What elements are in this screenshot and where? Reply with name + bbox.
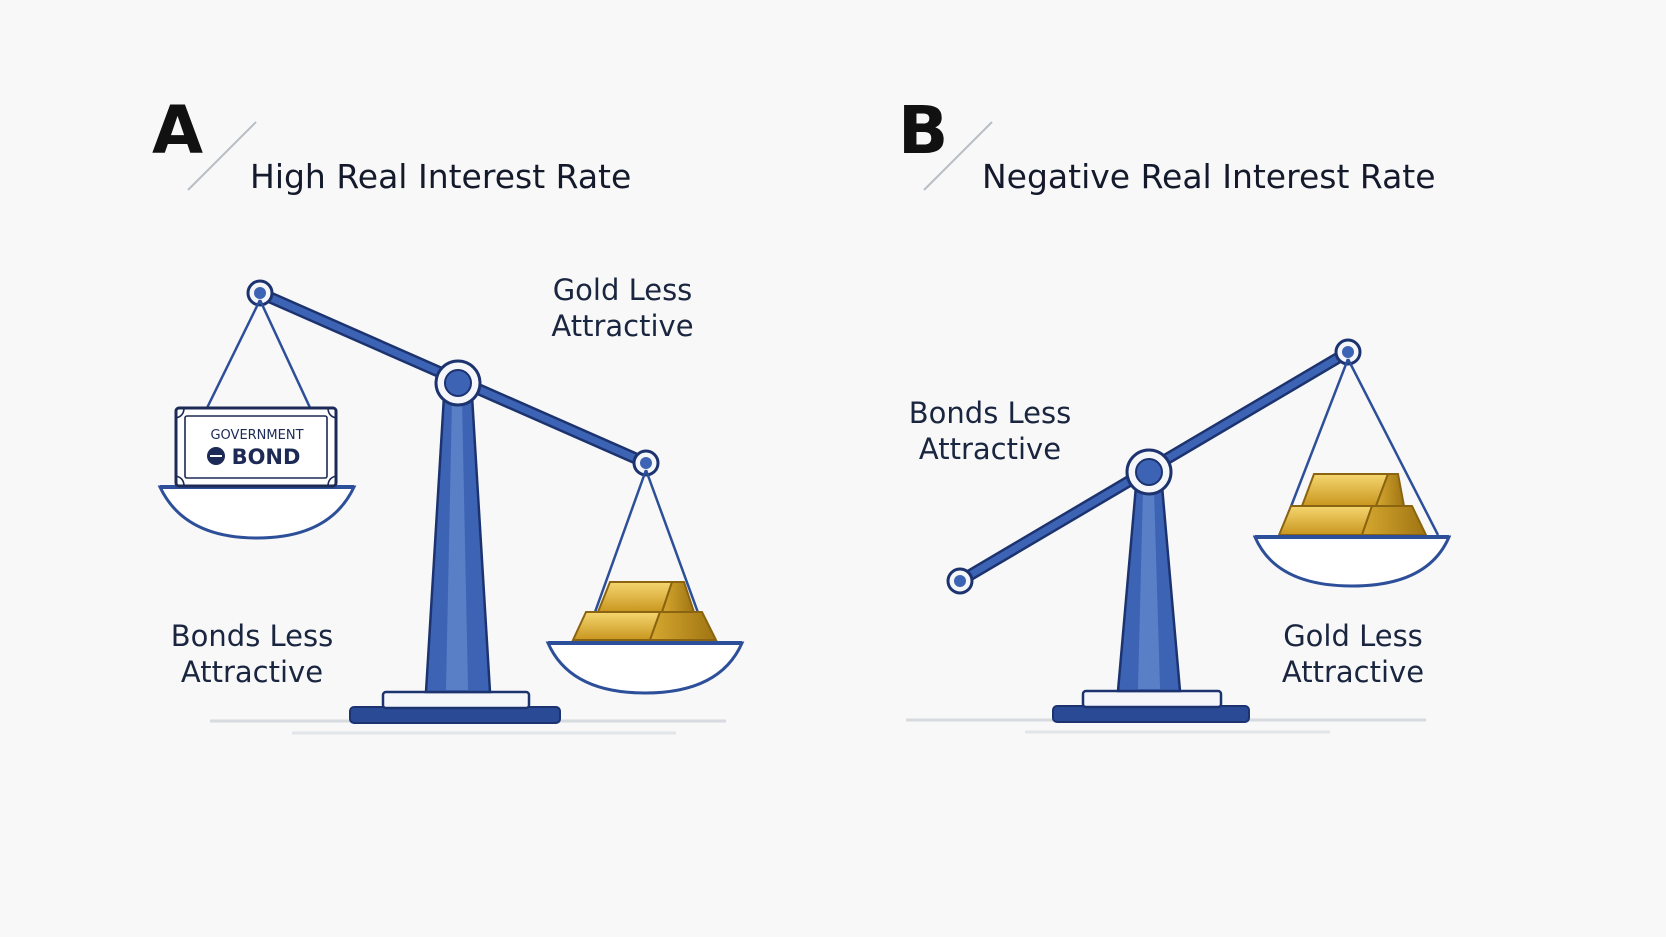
panel-a-right-string-1 — [583, 469, 648, 641]
panel-a-right-knob-core — [640, 457, 652, 469]
panel-b-pivot — [1125, 448, 1173, 496]
panel-a-left-knob — [246, 279, 274, 307]
panel-b-pillar — [1116, 484, 1182, 693]
panel-b-left-knob — [946, 567, 974, 595]
panel-b-gold-label: Gold Less Attractive — [1268, 618, 1438, 690]
panel-a-right-pan — [545, 641, 745, 695]
panel-b-gold-label-line1: Gold Less — [1283, 619, 1423, 653]
panel-a-bonds-label-line1: Bonds Less — [170, 619, 334, 653]
panel-b-divider — [923, 121, 993, 191]
bond-certificate-seal-icon — [207, 447, 225, 465]
panel-b-right-string-2 — [1346, 358, 1440, 536]
panel-b-base-step — [1081, 689, 1223, 709]
panel-a-gold-bars-icon — [571, 581, 718, 641]
panel-a-pillar — [424, 394, 492, 694]
panel-a-left-string-1 — [203, 299, 262, 413]
bond-certificate-main-text: BOND — [232, 445, 301, 469]
panel-b-letter: B — [898, 92, 949, 169]
panel-a-base — [349, 706, 561, 724]
panel-a-title: High Real Interest Rate — [250, 157, 632, 196]
panel-b-gold-label-line2: Attractive — [1281, 655, 1425, 689]
panel-b-gold-bars-icon — [1277, 473, 1428, 536]
panel-a-left-string-2 — [258, 299, 314, 413]
panel-a-gold-label-line1: Gold Less — [552, 273, 693, 307]
panel-b-bonds-label: Bonds Less Attractive — [900, 395, 1080, 467]
panel-b-bonds-label-line1: Bonds Less — [908, 396, 1072, 430]
panel-b-base — [1052, 705, 1250, 723]
panel-b-right-string-1 — [1278, 358, 1350, 536]
panel-a-right-string-2 — [644, 469, 710, 641]
panel-b-bonds-label-line2: Attractive — [918, 432, 1062, 466]
panel-b-left-knob-core — [954, 575, 966, 587]
panel-a-bonds-label: Bonds Less Attractive — [162, 618, 342, 690]
panel-b-pivot-core — [1135, 458, 1163, 486]
panel-a-pivot — [434, 359, 482, 407]
panel-a-base-step — [381, 690, 531, 710]
panel-a-pivot-core — [444, 369, 472, 397]
bond-certificate-icon: GOVERNMENT BOND — [174, 406, 338, 488]
panel-a-bonds-label-line2: Attractive — [180, 655, 324, 689]
panel-a-gold-label-line2: Attractive — [551, 309, 694, 343]
panel-a-gold-label: Gold Less Attractive — [540, 272, 705, 344]
panel-a-letter: A — [152, 92, 204, 169]
panel-a-left-pan — [157, 485, 357, 540]
panel-a-divider — [187, 121, 257, 191]
panel-b-title: Negative Real Interest Rate — [982, 157, 1436, 196]
bond-certificate-top-text: GOVERNMENT — [210, 428, 303, 443]
panel-b-right-knob — [1334, 338, 1362, 366]
panel-b-right-pan — [1252, 535, 1452, 588]
panel-a-pillar-highlight — [446, 400, 468, 690]
panel-b-right-knob-core — [1342, 346, 1354, 358]
panel-b-pillar-highlight — [1138, 490, 1160, 689]
panel-a-left-knob-core — [254, 287, 266, 299]
panel-a-right-knob — [632, 449, 660, 477]
